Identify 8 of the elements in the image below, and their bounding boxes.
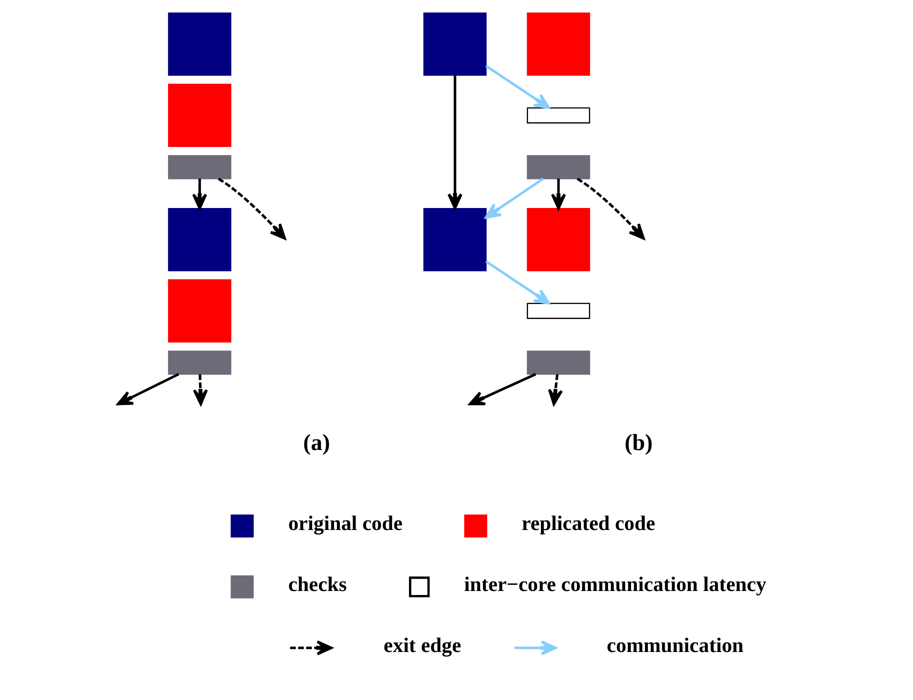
- legend-label: checks: [288, 574, 347, 596]
- legend-label: exit edge: [384, 634, 462, 657]
- legend-label: replicated code: [522, 512, 656, 535]
- legend-label: inter−core communication latency: [464, 574, 766, 596]
- label: (a): [303, 430, 330, 456]
- legend-label: communication: [606, 634, 744, 657]
- legend-label: original code: [288, 512, 403, 535]
- label: (b): [624, 430, 653, 456]
